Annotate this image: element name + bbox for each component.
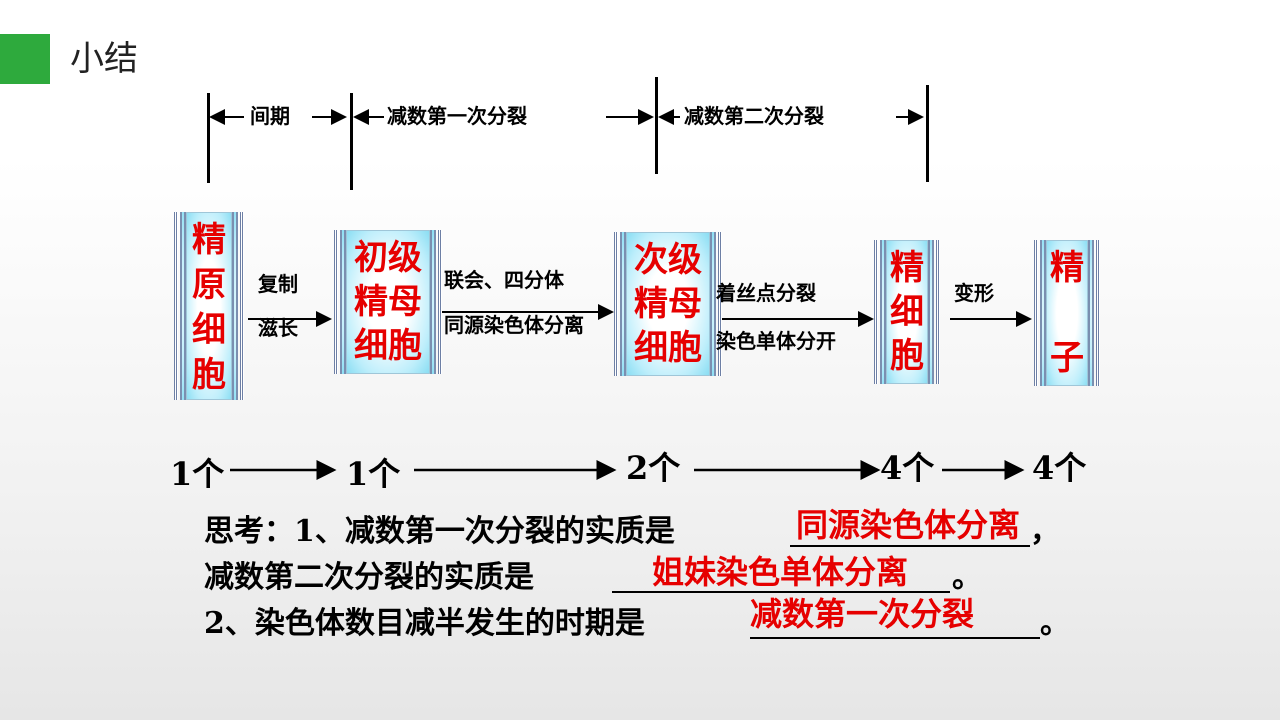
transition-label-homolog-separation: 同源染色体分离: [444, 313, 584, 337]
phase-label-interphase: 间期: [250, 104, 290, 128]
cell-char: 细: [192, 310, 226, 350]
cell-sperm: 精 子: [1034, 240, 1100, 386]
cell-line: 细胞: [634, 328, 702, 368]
phase-divider: [655, 77, 658, 174]
cell-char: 原: [192, 265, 226, 305]
cell-line: 细胞: [354, 326, 422, 366]
answer-underline: [612, 591, 950, 593]
phase-divider: [350, 93, 353, 190]
question-2-suffix: 。: [952, 560, 982, 595]
answer-underline: [750, 637, 1040, 639]
cell-char: 精: [192, 220, 226, 260]
transition-label-growth: 滋长: [258, 316, 298, 340]
cell-char: 胞: [192, 355, 226, 395]
cell-line: 次级: [634, 240, 702, 280]
transition-label-centromere-split: 着丝点分裂: [716, 281, 816, 305]
answer-underline: [790, 545, 1030, 547]
title-accent-bar: [0, 34, 50, 84]
phase-label-meiosis2: 减数第二次分裂: [684, 104, 824, 128]
answer-1: 同源染色体分离: [796, 506, 1021, 544]
answer-2: 姐妹染色单体分离: [652, 553, 909, 591]
question-3: 2、染色体数目减半发生的时期是: [204, 606, 645, 641]
phase-divider: [207, 93, 210, 183]
count-secondary: 2个: [626, 449, 681, 487]
cell-char: 精: [1050, 248, 1084, 288]
question-1-suffix: ，: [1030, 514, 1060, 549]
cell-primary-spermatocyte: 初级 精母 细胞: [334, 230, 442, 374]
count-spermatogonium: 1个: [170, 455, 225, 493]
question-3-suffix: 。: [1040, 606, 1070, 641]
cell-char: 精: [890, 248, 924, 288]
transition-label-transformation: 变形: [954, 281, 994, 305]
question-2: 减数第二次分裂的实质是: [204, 560, 534, 595]
cell-spermatogonium: 精 原 细 胞: [174, 212, 244, 400]
cell-char: 胞: [890, 336, 924, 376]
transition-label-chromatid-separation: 染色单体分开: [716, 329, 836, 353]
count-primary: 1个: [346, 455, 401, 493]
transition-label-replication: 复制: [258, 272, 298, 296]
count-spermatid: 4个: [880, 449, 935, 487]
cell-line: 精母: [634, 284, 702, 324]
cell-spermatid: 精 细 胞: [874, 240, 940, 384]
count-sperm: 4个: [1032, 449, 1087, 487]
answer-3: 减数第一次分裂: [750, 595, 975, 633]
phase-label-meiosis1: 减数第一次分裂: [387, 104, 527, 128]
cell-secondary-spermatocyte: 次级 精母 细胞: [614, 232, 722, 376]
phase-divider: [926, 85, 929, 182]
slide-title: 小结: [70, 39, 138, 79]
cell-line: 初级: [354, 238, 422, 278]
transition-label-synapsis: 联会、四分体: [444, 268, 564, 292]
cell-char: 细: [890, 292, 924, 332]
cell-line: 精母: [354, 282, 422, 322]
question-1: 思考：1、减数第一次分裂的实质是: [204, 514, 675, 549]
cell-char: 子: [1050, 338, 1084, 378]
